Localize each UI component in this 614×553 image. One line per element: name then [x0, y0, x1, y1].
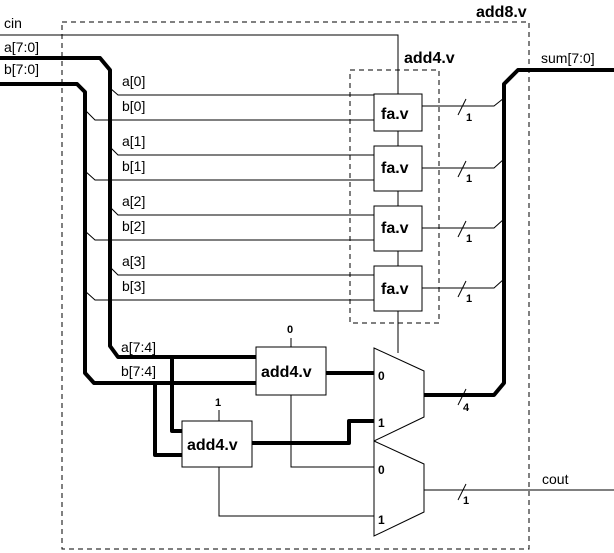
a2-label: a[2] — [122, 193, 145, 209]
width-label-fa0: 1 — [466, 112, 472, 124]
add4-top-carry-wire — [290, 395, 374, 468]
b74-label: b[7:4] — [121, 363, 156, 379]
add4-block-top-label: add4.v — [261, 364, 312, 381]
b2-label: b[2] — [122, 218, 145, 234]
b1-label: b[1] — [122, 158, 145, 174]
add4-block-bottom-label: add4.v — [187, 437, 238, 454]
fa2-out-wire — [422, 218, 505, 229]
fa-block-3-label: fa.v — [381, 281, 409, 298]
b0-wire — [84, 109, 374, 121]
width-label-fa1: 1 — [466, 173, 472, 185]
a-bus — [0, 56, 258, 359]
width-slash-fa1 — [457, 160, 467, 178]
b0-label: b[0] — [122, 98, 145, 114]
add4-bottom-sum-wire — [252, 419, 374, 445]
a-bus-label: a[7:0] — [4, 39, 39, 55]
sum-mux-input-1: 1 — [378, 416, 385, 430]
width-label-cout: 1 — [463, 495, 469, 507]
add4-module-title: add4.v — [404, 50, 455, 67]
a0-label: a[0] — [122, 73, 145, 89]
add4-block-bottom — [181, 420, 253, 468]
fa-block-3 — [373, 265, 423, 312]
width-slash-fa2 — [457, 220, 467, 238]
sum-mux-input-0: 0 — [378, 369, 385, 383]
b-bus — [0, 82, 258, 385]
add8-module-title: add8.v — [476, 4, 527, 21]
carry-constant-top: 0 — [287, 324, 293, 336]
carry-mux-input-1: 1 — [378, 513, 385, 527]
fa-block-2-label: fa.v — [381, 220, 409, 237]
b-bus-label: b[7:0] — [4, 61, 39, 77]
width-label-sum: 4 — [463, 402, 470, 414]
fa3-out-wire — [422, 278, 505, 289]
cout-output-label: cout — [542, 471, 569, 487]
add8-module-boundary — [61, 21, 530, 550]
carry-mux-input-0: 0 — [378, 463, 385, 477]
a3-label: a[3] — [122, 253, 145, 269]
cin-label: cin — [4, 15, 22, 31]
fa-block-2 — [373, 205, 423, 252]
a2-wire — [109, 206, 374, 216]
a74-label: a[7:4] — [121, 339, 156, 355]
a1-label: a[1] — [122, 133, 145, 149]
sum-bus — [424, 68, 614, 397]
fa-block-1 — [373, 145, 423, 192]
width-label-fa3: 1 — [466, 293, 472, 305]
sum-output-label: sum[7:0] — [541, 50, 595, 66]
fa-block-1-label: fa.v — [381, 160, 409, 177]
width-slash-fa3 — [457, 280, 467, 298]
width-slash-cout — [457, 483, 467, 501]
sum-mux — [373, 347, 425, 442]
b1-wire — [84, 170, 374, 181]
width-slash-fa0 — [457, 98, 467, 116]
a1-wire — [109, 146, 374, 156]
cin-wire — [0, 34, 399, 94]
a74-branch-wire — [170, 357, 182, 433]
b74-branch-wire — [153, 383, 182, 457]
fa1-out-wire — [422, 158, 505, 169]
b3-wire — [84, 290, 374, 301]
a3-wire — [109, 266, 374, 276]
b2-wire — [84, 230, 374, 241]
width-label-fa2: 1 — [466, 233, 472, 245]
width-slash-sum — [457, 388, 467, 406]
fa0-out-wire — [422, 97, 505, 107]
b3-label: b[3] — [122, 278, 145, 294]
carry-mux — [373, 440, 425, 537]
fa-block-0-label: fa.v — [381, 106, 409, 123]
fa-block-0 — [373, 93, 423, 132]
add4-bottom-carry-wire — [218, 467, 374, 517]
carry-constant-bottom: 1 — [215, 397, 221, 409]
a0-wire — [109, 87, 374, 96]
